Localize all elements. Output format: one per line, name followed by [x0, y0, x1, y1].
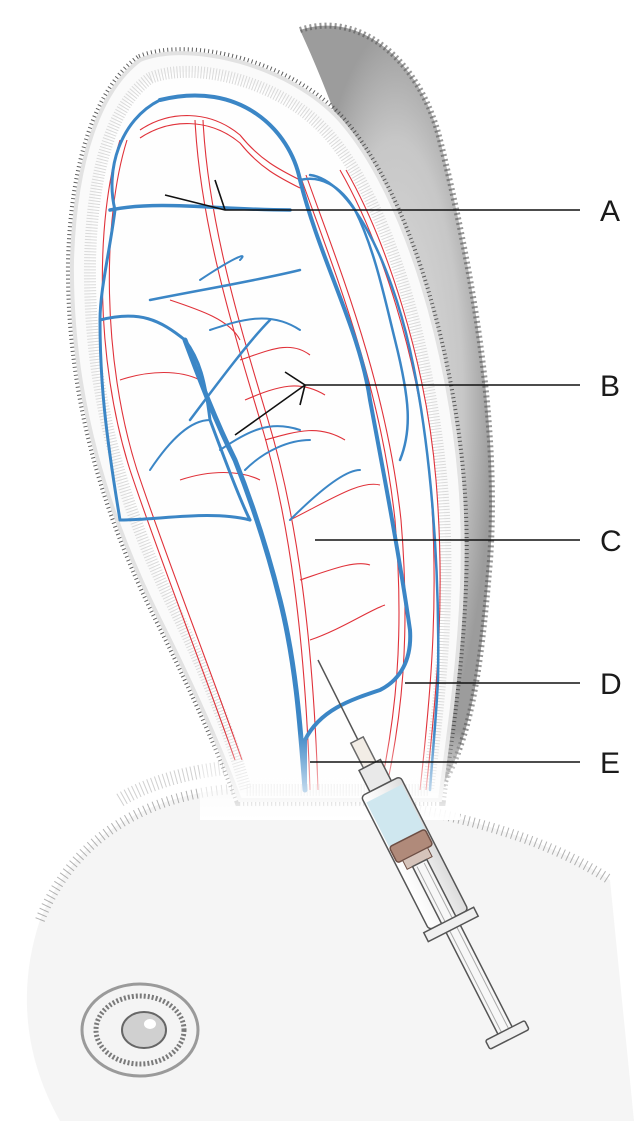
label-b: B [600, 370, 620, 403]
label-d: D [600, 668, 622, 701]
label-e: E [600, 747, 620, 780]
rabbit-eye [82, 984, 198, 1076]
label-c: C [600, 525, 622, 558]
label-a: A [600, 195, 620, 228]
ear-base-fade [200, 730, 460, 820]
label-group: A B C D E [600, 195, 622, 780]
